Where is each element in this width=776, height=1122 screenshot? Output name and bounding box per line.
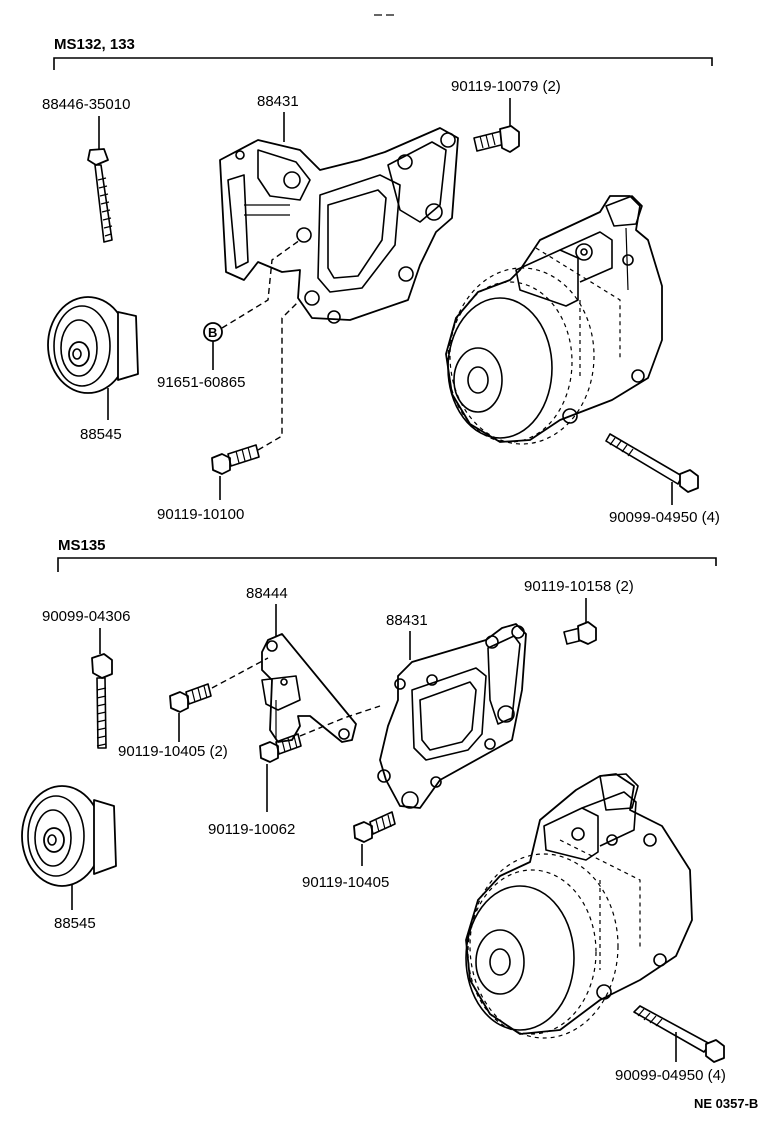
part-label-bracket: 88431 [257,93,299,110]
part-label-long-bolt: 88446-35010 [42,96,130,113]
part-label-long-bolt: 90099-04306 [42,608,130,625]
pulley-icon [47,296,139,394]
washer-marker: B [208,325,217,340]
compressor-bolt-icon [633,1005,725,1063]
top-bolt-icon [563,621,597,645]
part-label-lower-bolt: 90119-10100 [157,506,244,523]
section-title: MS135 [58,537,106,554]
part-label-top-bolt: 90119-10158 (2) [524,578,634,595]
stay-icon [261,633,357,743]
bracket-icon [219,127,459,324]
compressor-bolt-icon [605,433,699,493]
section-ms132-133: MS132, 133 88446-35010 88545 88431 [42,36,720,526]
lower-bolt-icon [353,811,396,843]
part-label-stay: 88444 [246,585,288,602]
stay-bolt-icon [169,683,212,713]
section-title: MS132, 133 [54,36,135,53]
long-bolt-icon [87,148,113,243]
middle-bolt-icon [259,733,302,763]
part-label-middle-bolt: 90119-10062 [208,821,295,838]
compressor-icon [465,773,693,1039]
part-label-washer: 91651-60865 [157,374,245,391]
pulley-icon [21,785,117,887]
part-label-stay-bolt: 90119-10405 (2) [118,743,228,760]
diagram-code: NE 0357-B [694,1096,758,1111]
part-label-compressor-bolt: 90099-04950 (4) [609,509,720,526]
lower-bolt-icon [211,444,260,475]
long-bolt-icon [91,653,113,749]
section-bracket-line [57,557,717,572]
section-ms135: MS135 90099-04306 88545 88444 [21,537,726,1084]
washer-icon: B [203,322,223,342]
top-bolt-icon [473,125,520,153]
compressor-icon [445,195,663,445]
part-label-compressor-bolt: 90099-04950 (4) [615,1067,726,1084]
part-label-pulley: 88545 [54,915,96,932]
bracket-icon [377,623,527,809]
part-label-bracket: 88431 [386,612,428,629]
part-label-pulley: 88545 [80,426,122,443]
part-label-top-bolt: 90119-10079 (2) [451,78,561,95]
part-label-lower-bolt: 90119-10405 [302,874,389,891]
section-bracket-line [53,57,713,70]
